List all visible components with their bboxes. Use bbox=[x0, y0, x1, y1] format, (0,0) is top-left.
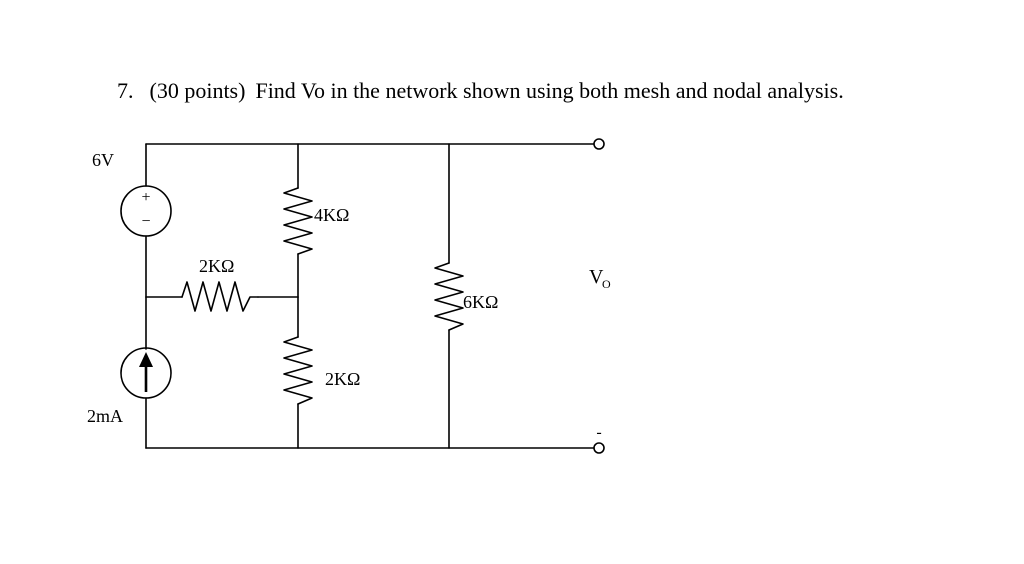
resistor-2k-lower bbox=[283, 336, 313, 405]
resistor-2k-series bbox=[181, 281, 259, 312]
voltage-source-label: 6V bbox=[92, 150, 114, 170]
output-minus-sign: - bbox=[596, 424, 601, 441]
problem-number: 7. bbox=[117, 78, 134, 103]
resistor-6k-label: 6KΩ bbox=[463, 292, 498, 312]
problem-statement: 7. (30 points) Find Vo in the network show… bbox=[117, 78, 844, 104]
resistor-4k-label: 4KΩ bbox=[314, 205, 349, 225]
voltage-source-minus: − bbox=[141, 213, 150, 230]
resistor-6k bbox=[434, 262, 464, 331]
resistor-4k bbox=[283, 187, 313, 255]
resistor-2k-series-label: 2KΩ bbox=[199, 256, 234, 276]
current-source-arrow-icon bbox=[139, 352, 153, 392]
current-source-label: 2mA bbox=[87, 406, 123, 426]
voltage-source-plus: + bbox=[141, 189, 150, 206]
problem-text: Find Vo in the network shown using both … bbox=[255, 78, 844, 103]
output-terminal-bottom bbox=[593, 442, 605, 454]
output-voltage-label: V O bbox=[589, 266, 611, 291]
output-terminal-top bbox=[593, 138, 605, 150]
svg-text:O: O bbox=[602, 277, 611, 291]
problem-points: (30 points) bbox=[149, 78, 246, 103]
svg-text:V: V bbox=[589, 266, 604, 288]
resistor-2k-lower-label: 2KΩ bbox=[325, 369, 360, 389]
